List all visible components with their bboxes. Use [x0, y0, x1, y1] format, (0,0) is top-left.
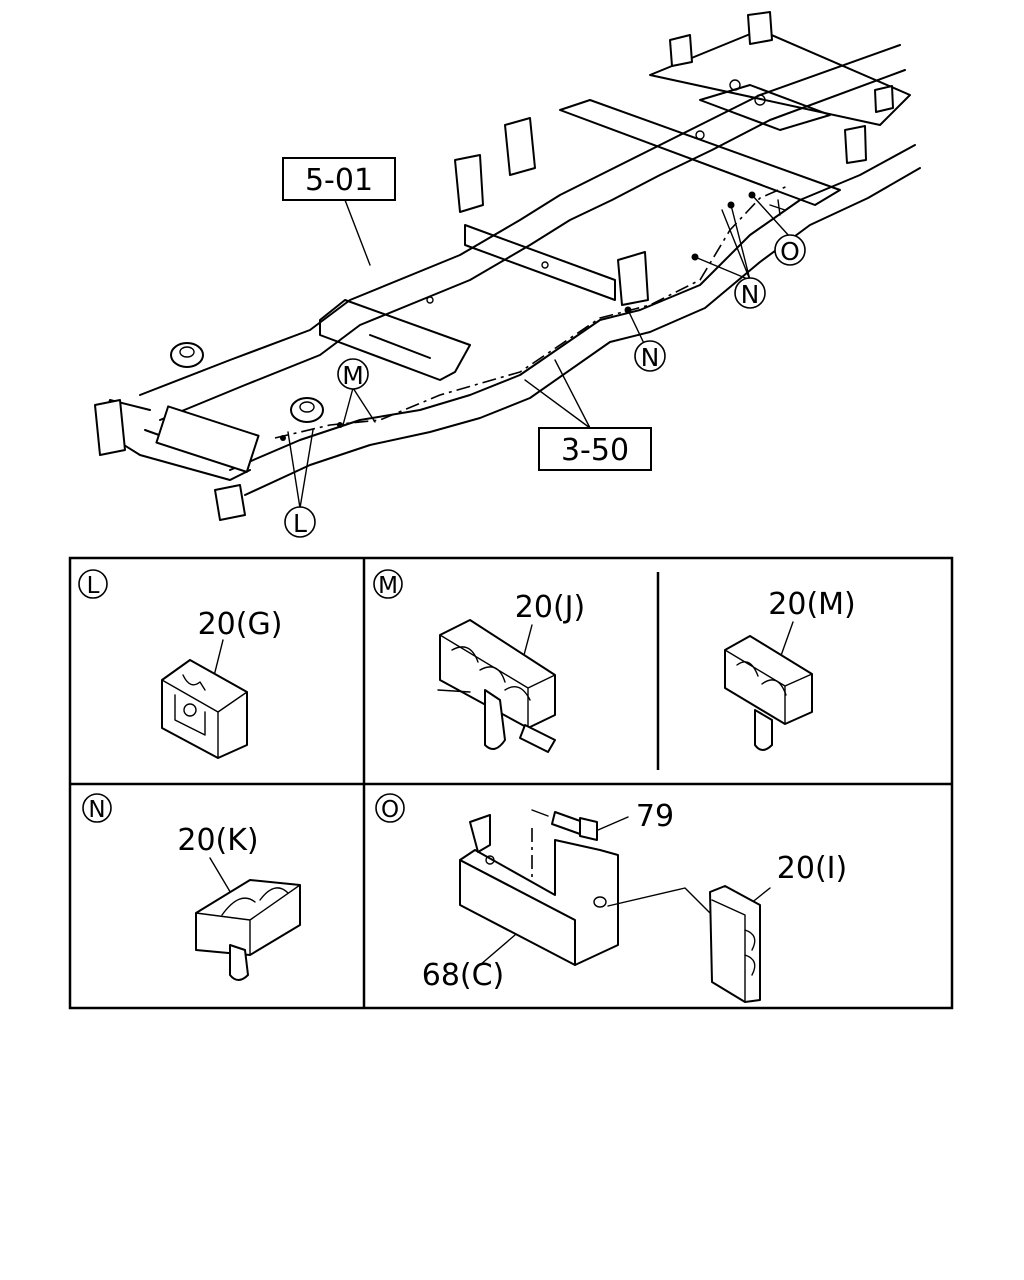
callout-m-overview: M	[337, 358, 376, 426]
part-label-20m: 20(M)	[768, 587, 855, 622]
svg-text:M: M	[342, 361, 364, 390]
clip-20g-illustration	[161, 659, 248, 759]
part-label-20i: 20(I)	[777, 851, 847, 886]
panel-o: O 79 68(C) 20(I)	[375, 793, 847, 1003]
clip-20m-illustration	[724, 635, 813, 751]
callout-n-rear: N	[694, 204, 766, 309]
panel-o-letter: O	[381, 797, 399, 823]
panel-n: N 20(K)	[82, 793, 301, 981]
part-label-20j: 20(J)	[515, 590, 585, 625]
bracket-68c-illustration	[459, 814, 619, 966]
svg-text:N: N	[741, 280, 760, 309]
panel-m: M 20(J) 20(M)	[373, 569, 856, 753]
part-label-20k: 20(K)	[177, 823, 258, 858]
part-label-20g: 20(G)	[198, 607, 283, 642]
ref-box-pipe: 3-50	[524, 359, 652, 471]
ref-box-frame: 5-01	[282, 157, 396, 266]
chassis-frame-illustration	[94, 11, 921, 521]
panel-n-letter: N	[88, 797, 105, 823]
svg-text:L: L	[293, 509, 307, 538]
clip-20i-illustration	[709, 885, 761, 1003]
bolt-79-illustration	[531, 809, 598, 841]
panel-m-letter: M	[378, 573, 398, 599]
svg-text:N: N	[641, 343, 660, 372]
clip-20j-illustration	[437, 619, 556, 753]
ref-frame-label: 5-01	[305, 163, 373, 198]
callout-n-centre: N	[627, 309, 666, 372]
panel-l-letter: L	[87, 573, 100, 599]
svg-text:O: O	[780, 237, 800, 266]
part-label-68c: 68(C)	[422, 958, 505, 993]
ref-pipe-label: 3-50	[561, 433, 629, 468]
clip-20k-illustration	[195, 879, 301, 981]
detail-panels-grid	[68, 556, 954, 1010]
callout-o-overview: O	[751, 194, 806, 266]
panel-l: L 20(G)	[78, 569, 283, 759]
callout-l-overview: L	[284, 429, 316, 538]
part-label-79: 79	[636, 799, 674, 834]
